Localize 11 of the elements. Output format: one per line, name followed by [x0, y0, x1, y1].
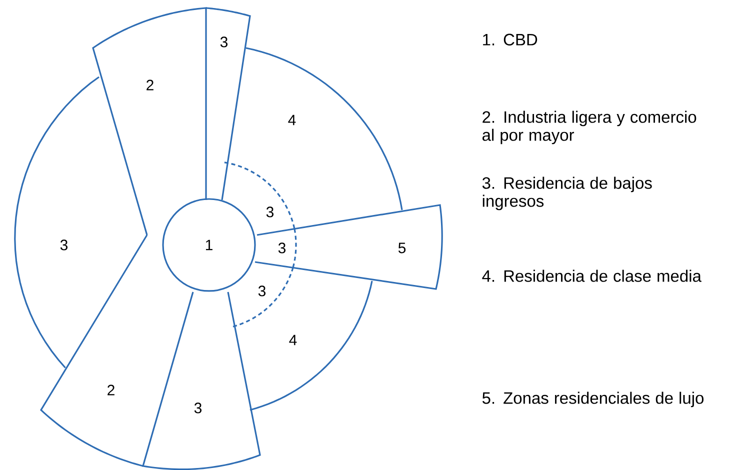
inner-zone: 3: [278, 228, 297, 268]
sector: 2: [92, 7, 207, 236]
key-item: 2. Industria ligera y comercio al por mayor: [482, 110, 696, 144]
key-item: 4. Residencia de clase media: [482, 270, 702, 282]
inner-zone: 3: [224, 162, 296, 230]
key-item: 1. CBD: [483, 34, 538, 46]
key-item: 5. Zonas residenciales de lujo: [482, 392, 704, 408]
key-item: 3. Residencia de bajos ingresos: [482, 176, 652, 210]
sector: 3: [14, 76, 100, 368]
inner-zone: 3: [230, 267, 294, 328]
sector: 3: [206, 7, 251, 200]
